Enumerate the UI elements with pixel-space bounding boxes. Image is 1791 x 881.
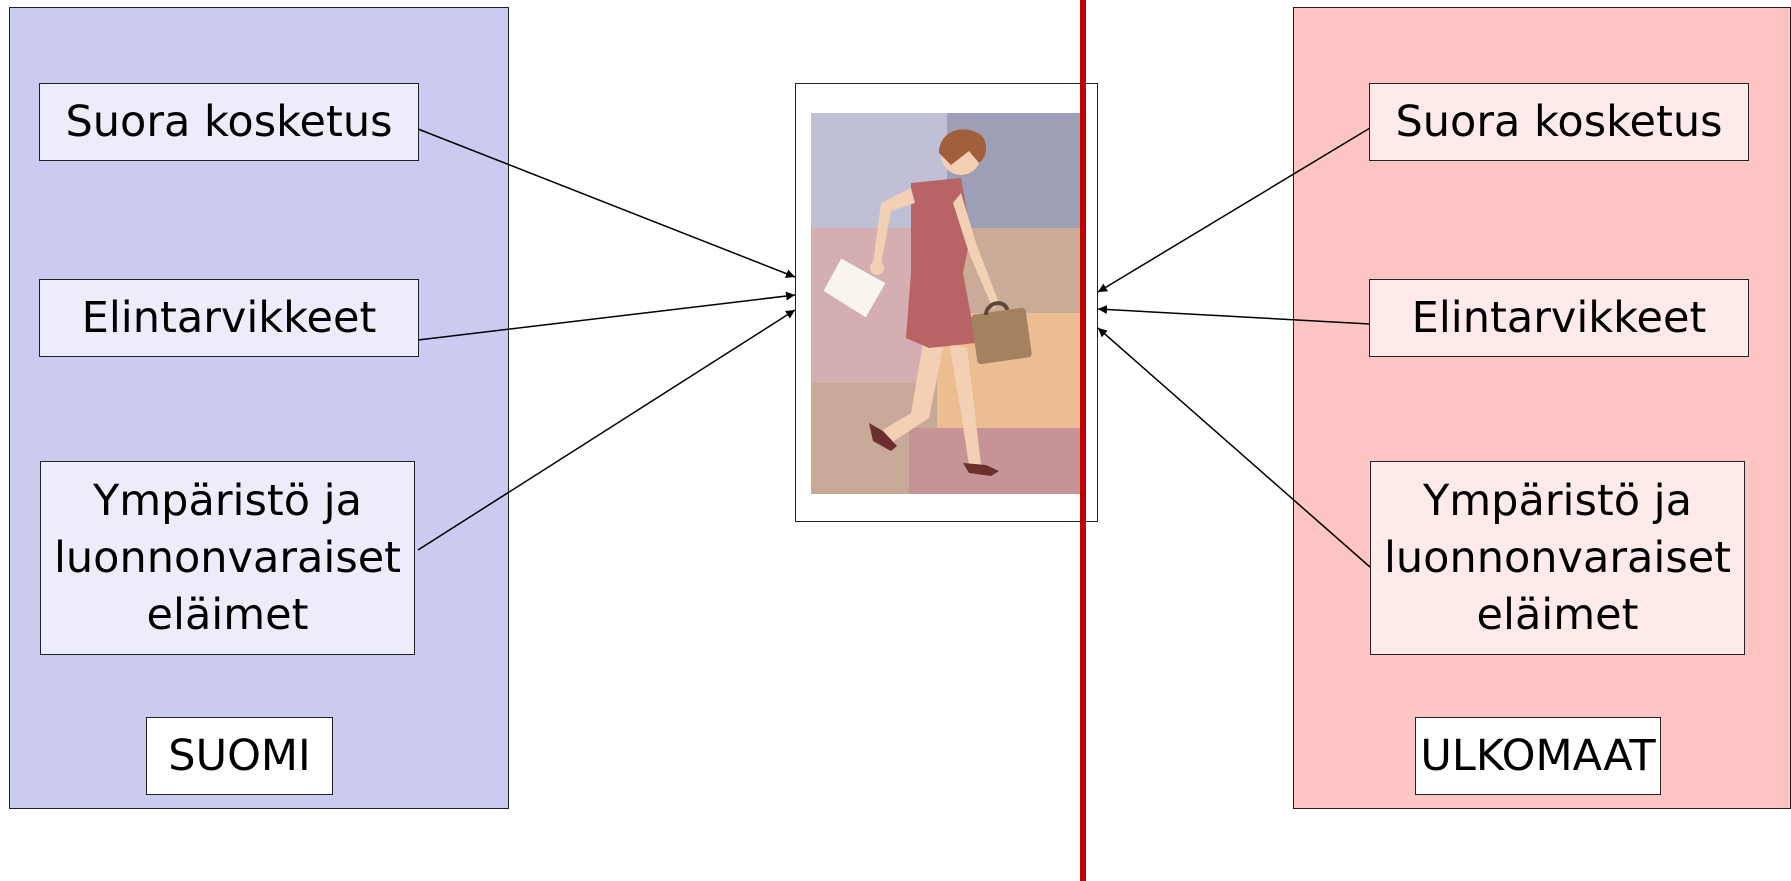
- left-source-label: Suora kosketus: [65, 96, 393, 147]
- left-source-environment-wildlife: Ympäristö ja luonnonvaraiset eläimet: [40, 461, 415, 655]
- right-source-direct-contact: Suora kosketus: [1369, 83, 1749, 161]
- abroad-panel: Suora kosketus Elintarvikkeet Ympäristö …: [1293, 7, 1791, 809]
- finland-panel: Suora kosketus Elintarvikkeet Ympäristö …: [9, 7, 509, 809]
- left-source-label: Elintarvikkeet: [81, 292, 377, 343]
- country-name: SUOMI: [168, 730, 311, 781]
- right-source-label: Elintarvikkeet: [1411, 292, 1707, 343]
- country-label-finland: SUOMI: [146, 717, 333, 795]
- left-source-food: Elintarvikkeet: [39, 279, 419, 357]
- left-source-label: Ympäristö ja luonnonvaraiset eläimet: [53, 475, 402, 640]
- traveller-woman-illustration: [811, 113, 1083, 494]
- right-source-food: Elintarvikkeet: [1369, 279, 1749, 357]
- left-source-direct-contact: Suora kosketus: [39, 83, 419, 161]
- right-source-label: Suora kosketus: [1395, 96, 1723, 147]
- country-label-abroad: ULKOMAAT: [1415, 717, 1661, 795]
- border-divider-line: [1080, 0, 1086, 881]
- right-source-label: Ympäristö ja luonnonvaraiset eläimet: [1383, 475, 1732, 640]
- country-name: ULKOMAAT: [1420, 730, 1656, 781]
- right-source-environment-wildlife: Ympäristö ja luonnonvaraiset eläimet: [1370, 461, 1745, 655]
